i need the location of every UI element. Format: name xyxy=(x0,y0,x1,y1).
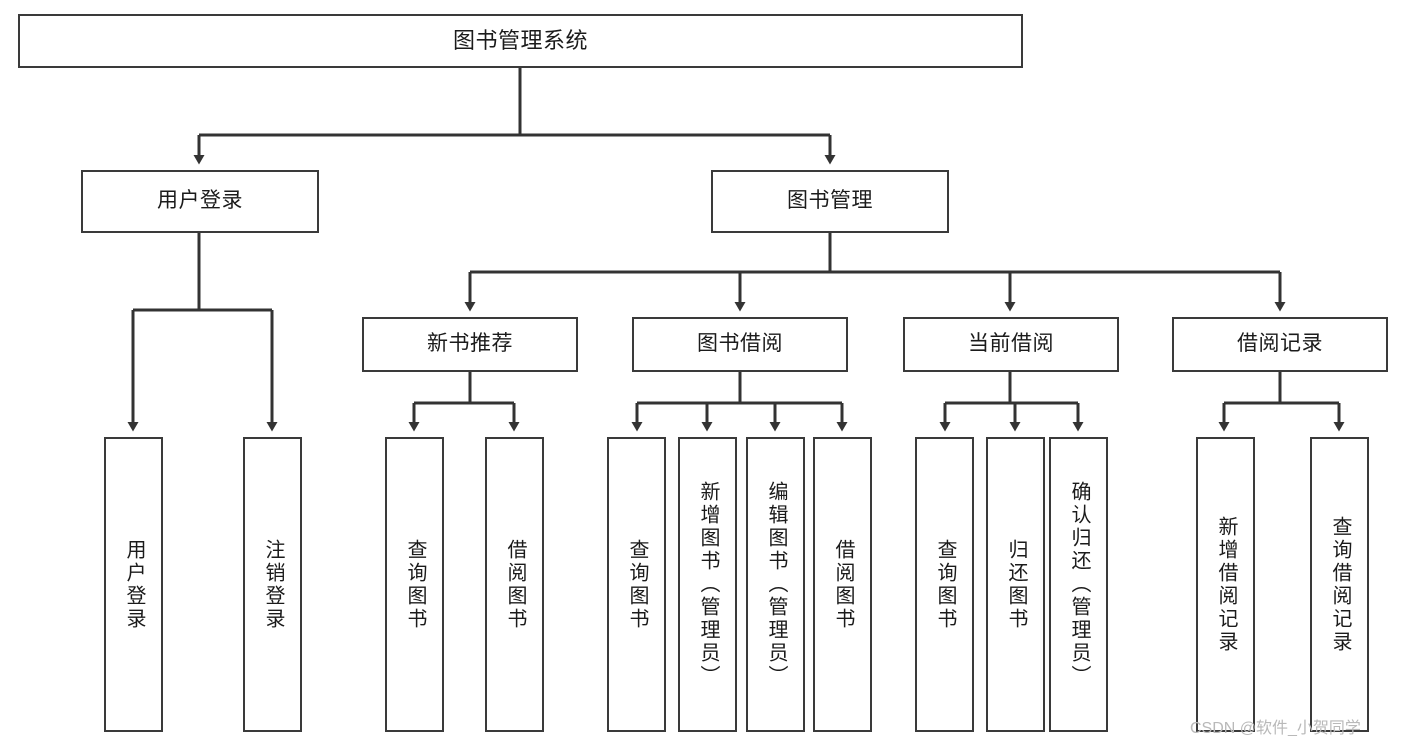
leaf-query-book-2-label: 查询图书 xyxy=(626,538,648,631)
leaf-logout-login[interactable]: 注销登录 xyxy=(243,437,302,732)
node-current-borrow[interactable]: 当前借阅 xyxy=(903,317,1119,372)
leaf-user-login[interactable]: 用户登录 xyxy=(104,437,163,732)
node-borrow-record[interactable]: 借阅记录 xyxy=(1172,317,1388,372)
node-book-borrow[interactable]: 图书借阅 xyxy=(632,317,848,372)
leaf-query-book-2[interactable]: 查询图书 xyxy=(607,437,666,732)
leaf-logout-login-label: 注销登录 xyxy=(262,538,284,631)
leaf-confirm-return-admin-label: 确认归还（管理员） xyxy=(1068,481,1090,688)
leaf-borrow-book-2[interactable]: 借阅图书 xyxy=(813,437,872,732)
node-root-label: 图书管理系统 xyxy=(452,28,588,54)
watermark-text: CSDN @软件_小贺同学 xyxy=(1190,720,1361,737)
leaf-query-book-3[interactable]: 查询图书 xyxy=(915,437,974,732)
leaf-add-borrow-record-label: 新增借阅记录 xyxy=(1215,515,1237,654)
leaf-edit-book-admin[interactable]: 编辑图书（管理员） xyxy=(746,437,805,732)
node-new-book-recommend-label: 新书推荐 xyxy=(427,332,513,356)
leaf-query-book-3-label: 查询图书 xyxy=(934,538,956,631)
node-current-borrow-label: 当前借阅 xyxy=(968,332,1054,356)
leaf-query-borrow-record[interactable]: 查询借阅记录 xyxy=(1310,437,1369,732)
leaf-return-book[interactable]: 归还图书 xyxy=(986,437,1045,732)
node-borrow-record-label: 借阅记录 xyxy=(1237,332,1323,356)
leaf-borrow-book-2-label: 借阅图书 xyxy=(832,538,854,631)
leaf-borrow-book-1-label: 借阅图书 xyxy=(504,538,526,631)
leaf-add-book-admin-label: 新增图书（管理员） xyxy=(697,481,719,688)
leaf-query-borrow-record-label: 查询借阅记录 xyxy=(1329,515,1351,654)
node-book-borrow-label: 图书借阅 xyxy=(697,332,783,356)
node-user-login-label: 用户登录 xyxy=(157,189,243,213)
leaf-confirm-return-admin[interactable]: 确认归还（管理员） xyxy=(1049,437,1108,732)
leaf-return-book-label: 归还图书 xyxy=(1005,538,1027,631)
leaf-edit-book-admin-label: 编辑图书（管理员） xyxy=(765,481,787,688)
leaf-query-book-1-label: 查询图书 xyxy=(404,538,426,631)
leaf-borrow-book-1[interactable]: 借阅图书 xyxy=(485,437,544,732)
leaf-add-book-admin[interactable]: 新增图书（管理员） xyxy=(678,437,737,732)
node-root-book-management-system[interactable]: 图书管理系统 xyxy=(18,14,1023,68)
leaf-user-login-label: 用户登录 xyxy=(123,538,145,631)
node-book-management-label: 图书管理 xyxy=(787,189,873,213)
node-new-book-recommend[interactable]: 新书推荐 xyxy=(362,317,578,372)
node-user-login[interactable]: 用户登录 xyxy=(81,170,319,233)
leaf-add-borrow-record[interactable]: 新增借阅记录 xyxy=(1196,437,1255,732)
leaf-query-book-1[interactable]: 查询图书 xyxy=(385,437,444,732)
node-book-management[interactable]: 图书管理 xyxy=(711,170,949,233)
